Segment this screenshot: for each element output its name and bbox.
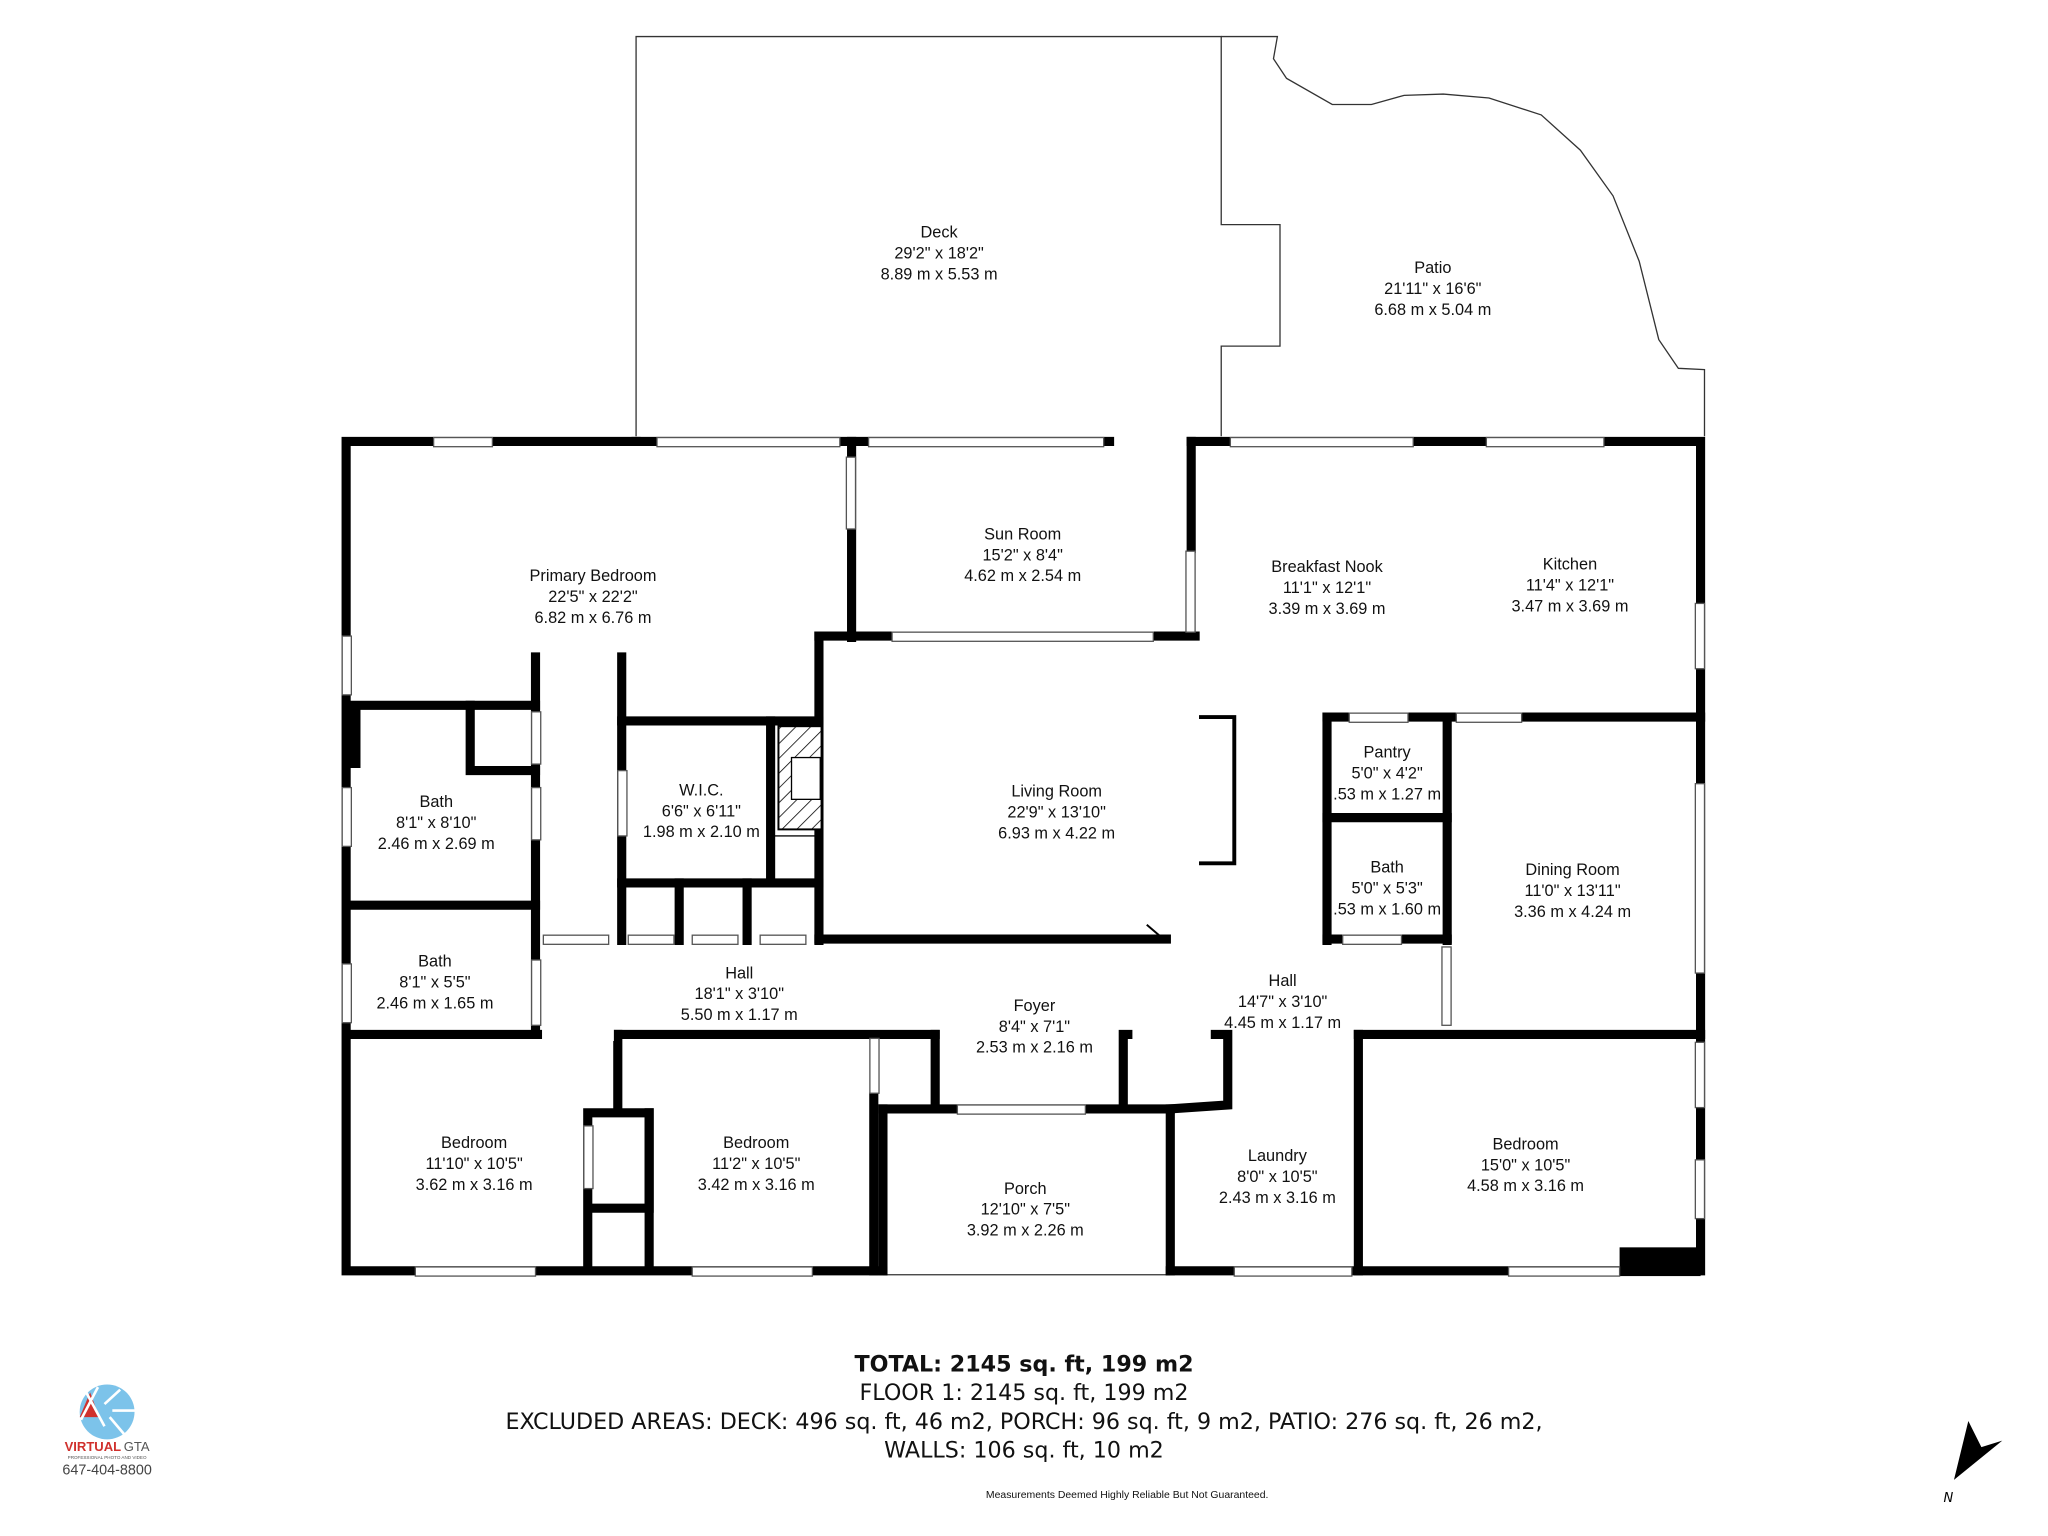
disclaimer: Measurements Deemed Highly Reliable But … [986, 1490, 1269, 1501]
svg-text:N: N [1944, 1491, 1954, 1506]
camera-aperture-icon [79, 1384, 135, 1440]
walls-area: WALLS: 106 sq. ft, 10 m2 [884, 1438, 1164, 1464]
floor1-area: FLOOR 1: 2145 sq. ft, 199 m2 [860, 1380, 1189, 1406]
total-area: TOTAL: 2145 sq. ft, 199 m2 [854, 1351, 1193, 1377]
svg-text:PROFESSIONAL PHOTO AND VIDEO: PROFESSIONAL PHOTO AND VIDEO [68, 1455, 147, 1460]
deck-outline [635, 35, 1281, 437]
patio-outline [1221, 35, 1706, 437]
svg-text:647-404-8800: 647-404-8800 [62, 1463, 151, 1479]
north-arrow-icon: N [1944, 1421, 2003, 1506]
room-wic: W.I.C.6'6" x 6'11"1.98 m x 2.10 m [643, 781, 760, 841]
kitchen-island [1199, 715, 1237, 866]
windows [341, 433, 1706, 1277]
excluded-areas: EXCLUDED AREAS: DECK: 496 sq. ft, 46 m2,… [505, 1409, 1542, 1435]
